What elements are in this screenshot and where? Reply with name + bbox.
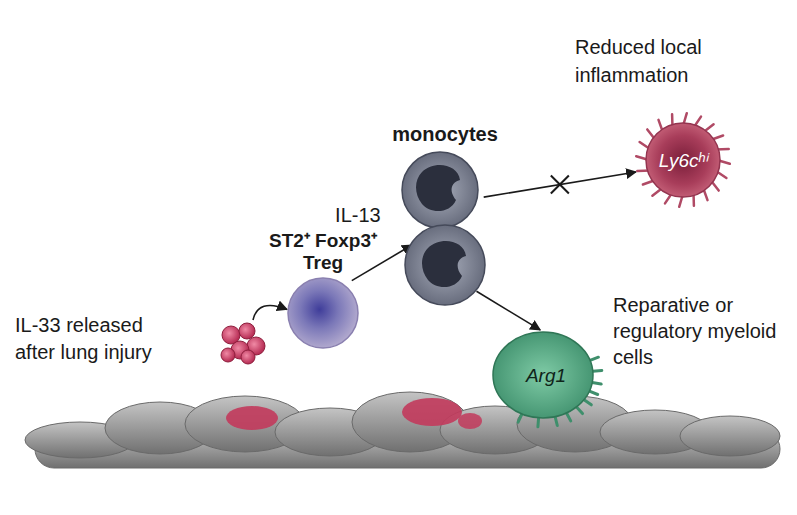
injury-patch xyxy=(458,413,482,429)
cell-protrusion xyxy=(567,413,571,421)
arrow-connector xyxy=(484,172,636,197)
cell-outline xyxy=(287,277,359,349)
arg1-cell xyxy=(493,332,593,418)
monocyte-nucleus xyxy=(422,241,466,287)
arrow-connector xyxy=(477,291,541,330)
cell-heading: Reduced local inflammation xyxy=(575,33,740,89)
injury-patch xyxy=(226,406,278,430)
treg-cell-node: ST2⁺ Foxp3⁺ Treg xyxy=(287,277,359,349)
monocyte-cell xyxy=(405,225,485,305)
monocyte-pair: monocytes xyxy=(400,150,490,307)
cell-outline xyxy=(218,320,268,365)
epithelial-cell xyxy=(680,416,780,456)
cell-protrusion xyxy=(589,391,597,394)
cell-heading: Reparative or regulatory myeloid cells xyxy=(613,292,778,370)
cell-heading: ST2⁺ Foxp3⁺ Treg xyxy=(253,230,393,274)
cell-label-holder: Arg1 xyxy=(488,328,604,424)
arrow-connector xyxy=(253,306,287,320)
cell-label-holder: Ly6cʰⁱ xyxy=(633,110,733,210)
block-mark xyxy=(551,176,569,194)
cell-protrusion xyxy=(577,407,583,414)
il33-granule xyxy=(241,350,255,364)
il33-granule xyxy=(221,348,235,362)
il33-cluster: IL-33 released after lung injury xyxy=(218,320,268,365)
injury-patch xyxy=(402,398,462,426)
monocyte-nucleus xyxy=(416,165,460,211)
cell-protrusion xyxy=(593,369,602,373)
cell-marker-label: Arg1 xyxy=(526,365,566,387)
treg-cell xyxy=(288,278,358,348)
cell-outline xyxy=(400,150,490,307)
cell-marker-label: Ly6cʰⁱ xyxy=(659,147,708,173)
arg1-cell-node: Reparative or regulatory myeloid cellsAr… xyxy=(488,328,604,424)
edge-label: IL-13 xyxy=(333,202,383,228)
block-mark xyxy=(551,176,569,194)
cell-protrusion xyxy=(592,383,601,385)
cell-protrusion xyxy=(590,357,598,360)
ly6c-cell-node: Reduced local inflammationLy6cʰⁱ xyxy=(633,110,733,210)
cell-protrusion xyxy=(584,400,591,405)
cell-heading: IL-33 released after lung injury xyxy=(15,312,185,366)
cell-protrusion xyxy=(555,417,557,426)
cell-protrusion xyxy=(518,414,522,422)
il33-granule xyxy=(239,323,255,339)
monocyte-cell xyxy=(402,152,478,228)
ly6c-cell xyxy=(646,123,720,197)
cell-protrusion xyxy=(536,418,540,427)
cell-heading: monocytes xyxy=(375,123,515,146)
